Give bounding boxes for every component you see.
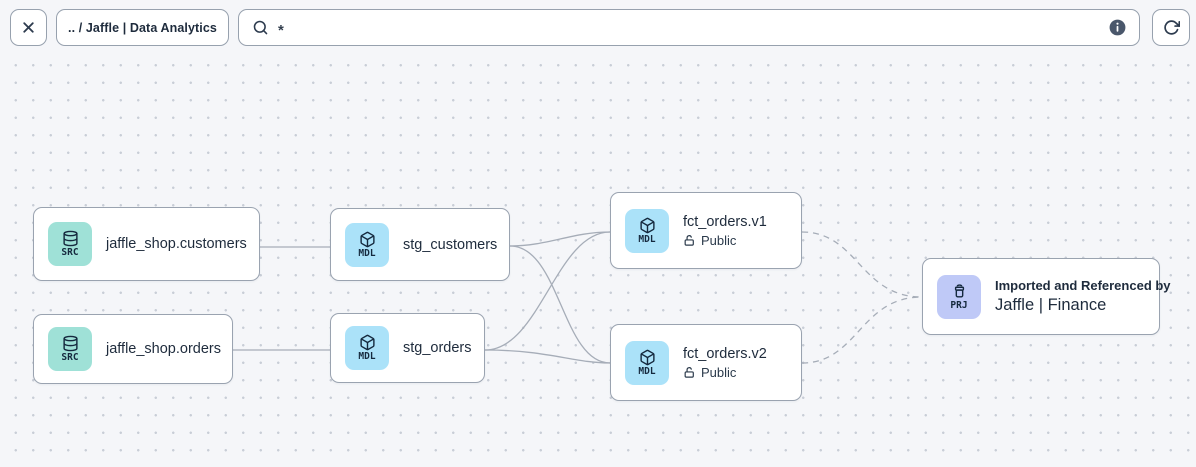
node-label: jaffle_shop.orders xyxy=(106,341,222,357)
unlock-icon xyxy=(684,234,694,246)
node-project-jaffle-finance[interactable]: PRJ Imported and Referenced by Jaffle | … xyxy=(922,258,1171,335)
src-badge: SRC xyxy=(48,222,92,266)
access-label: Public xyxy=(701,232,737,248)
edge-fct-v1-to-project xyxy=(801,231,923,298)
breadcrumb-label: .. / Jaffle | Data Analytics xyxy=(68,20,217,35)
project-icon xyxy=(954,284,964,298)
search-box[interactable] xyxy=(238,9,1140,46)
cube-icon xyxy=(639,217,655,234)
info-icon[interactable] xyxy=(1108,18,1127,37)
badge-label: MDL xyxy=(358,351,376,363)
project-label: Jaffle | Finance xyxy=(995,296,1107,314)
close-button[interactable] xyxy=(10,9,47,46)
mdl-badge: MDL xyxy=(345,222,389,267)
edge-stg-customers-to-fct-v1 xyxy=(509,231,611,247)
mdl-badge: MDL xyxy=(345,326,389,370)
project-caption: Imported and Referenced by xyxy=(995,278,1171,293)
badge-label: MDL xyxy=(358,247,376,259)
edge-stg-orders-to-fct-v2 xyxy=(484,349,611,364)
node-label: fct_orders.v2 xyxy=(683,345,767,362)
edge-stg-orders-to-fct-v1 xyxy=(484,231,611,351)
mdl-badge: MDL xyxy=(625,340,669,385)
database-icon xyxy=(62,335,78,352)
edge-stg-customers-to-fct-v2 xyxy=(509,245,611,364)
prj-badge: PRJ xyxy=(937,274,981,319)
node-label: jaffle_shop.customers xyxy=(106,236,247,252)
breadcrumb[interactable]: .. / Jaffle | Data Analytics xyxy=(56,9,229,46)
refresh-button[interactable] xyxy=(1152,9,1190,46)
badge-label: SRC xyxy=(61,247,79,259)
node-source-jaffle-shop-orders[interactable]: SRC jaffle_shop.orders xyxy=(33,314,233,384)
access-label: Public xyxy=(701,364,737,380)
src-badge: SRC xyxy=(48,327,92,371)
cube-icon xyxy=(359,231,375,248)
node-model-stg-orders[interactable]: MDL stg_orders xyxy=(330,313,485,383)
database-icon xyxy=(62,230,78,247)
badge-label: MDL xyxy=(638,233,656,245)
unlock-icon xyxy=(684,366,694,378)
badge-label: SRC xyxy=(61,352,79,364)
cube-icon xyxy=(639,349,655,366)
search-icon xyxy=(253,20,268,35)
edge-fct-v2-to-project xyxy=(801,296,923,364)
node-model-stg-customers[interactable]: MDL stg_customers xyxy=(330,208,510,281)
node-label: stg_orders xyxy=(403,340,472,356)
badge-label: MDL xyxy=(638,365,656,377)
node-model-fct-orders-v1[interactable]: MDL fct_orders.v1 Public xyxy=(610,192,802,269)
refresh-icon xyxy=(1163,20,1180,35)
node-model-fct-orders-v2[interactable]: MDL fct_orders.v2 Public xyxy=(610,324,802,401)
close-icon xyxy=(23,22,34,33)
node-label: stg_customers xyxy=(403,236,498,253)
search-input[interactable] xyxy=(278,16,1099,39)
node-source-jaffle-shop-customers[interactable]: SRC jaffle_shop.customers xyxy=(33,207,260,281)
cube-icon xyxy=(359,334,375,351)
mdl-badge: MDL xyxy=(625,208,669,253)
badge-label: PRJ xyxy=(950,299,968,311)
node-label: fct_orders.v1 xyxy=(683,213,767,230)
